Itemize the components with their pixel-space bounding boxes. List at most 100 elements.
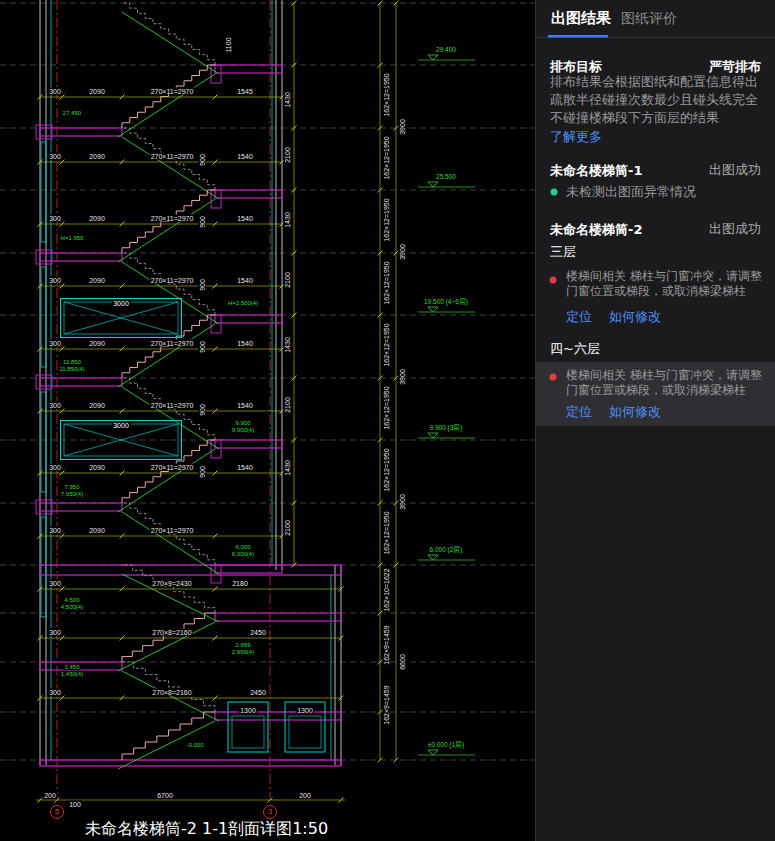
stair-soffit <box>118 721 215 769</box>
dimension-tick <box>378 251 383 256</box>
wall-line <box>46 0 47 765</box>
landing-slab <box>215 190 282 198</box>
dimension-tick <box>292 63 297 68</box>
dimension-text: 1430 <box>284 211 291 229</box>
dimension-line <box>40 698 341 699</box>
elevation-line <box>418 560 475 561</box>
dimension-text: 1545 <box>236 88 254 95</box>
dimension-text: 270×11=2970 <box>150 527 195 534</box>
dimension-text: 3900 <box>399 368 406 386</box>
status-text: 出图成功 <box>709 162 761 178</box>
elevation-text: H=2.500(4) <box>227 300 259 306</box>
dimension-text: 3000 <box>112 422 130 429</box>
window-frame <box>61 421 182 460</box>
dimension-text: 162×12=1950 <box>383 260 390 305</box>
dimension-text: 2090 <box>88 464 106 471</box>
wall-window <box>41 517 46 617</box>
dimension-tick <box>38 222 43 227</box>
tab-label: 出图结果 <box>551 8 611 28</box>
stair-flight-hidden <box>122 662 215 712</box>
dimension-text: 1540 <box>236 402 254 409</box>
description: 排布结果会根据图纸和配置信息得出疏散半径碰撞次数最少且碰头线完全不碰撞楼梯段下方… <box>550 73 766 127</box>
dimension-tick <box>38 160 43 165</box>
elevation-text: 4.500(4) <box>60 604 84 610</box>
wall-cap <box>36 125 52 139</box>
landing-beam <box>211 440 221 458</box>
dimension-text: 1430 <box>284 91 291 109</box>
floor-slab <box>40 565 341 575</box>
elevation-marker <box>428 307 438 312</box>
dimension-text: 162×9=1459 <box>383 624 390 665</box>
dimension-text: 2100 <box>284 519 291 537</box>
dimension-tick <box>213 95 218 100</box>
section-heading: 排布目标 <box>550 58 602 75</box>
elevation-text: 29.400 <box>435 47 457 54</box>
landing-slab <box>215 315 282 323</box>
dimension-tick <box>339 636 344 641</box>
warning-text: 楼梯间相关 梯柱与门窗冲突，请调整门窗位置或梯段，或取消梯梁梯柱 <box>566 368 772 398</box>
action-link: 定位 <box>566 309 592 325</box>
dimension-tick <box>213 534 218 539</box>
wall-line <box>51 0 52 760</box>
dimension-tick <box>213 636 218 641</box>
elevation-text: 6.000(4) <box>231 551 255 557</box>
window-symbol: 3000 <box>60 298 182 338</box>
dimension-text: 3000 <box>112 300 130 307</box>
axis-line <box>270 0 271 798</box>
landing-beam <box>211 315 221 333</box>
dimension-text: 270×11=2970 <box>150 215 195 222</box>
stair-flight <box>122 440 215 503</box>
landing-slab <box>215 613 341 621</box>
dimension-text: 300 <box>48 277 62 284</box>
dimension-text: 162×12=1950 <box>383 447 390 492</box>
stair-flight <box>122 613 215 662</box>
elevation-text: 11.850(4) <box>58 366 85 372</box>
elevation-text: 9.900 <box>234 420 251 426</box>
elevation-text: 9.900 (3层) <box>428 425 463 432</box>
dimension-line <box>40 638 341 639</box>
dimension-tick <box>378 313 383 318</box>
stair-flight <box>122 65 215 128</box>
dimension-tick <box>60 95 65 100</box>
stair-soffit <box>122 512 219 574</box>
dimension-text: 300 <box>48 464 62 471</box>
dimension-tick <box>120 696 125 701</box>
dimension-text: 1540 <box>236 215 254 222</box>
dimension-tick <box>60 696 65 701</box>
wall-window <box>41 142 46 242</box>
dimension-tick <box>213 471 218 476</box>
dimension-text: 900 <box>199 278 206 292</box>
dimension-tick <box>292 251 297 256</box>
action-link: 定位 <box>566 404 592 420</box>
door-symbol <box>228 702 268 752</box>
dimension-tick <box>60 160 65 165</box>
stair-soffit <box>118 74 215 137</box>
dimension-tick <box>60 587 65 592</box>
dimension-text: 2180 <box>231 580 249 587</box>
window-frame <box>61 299 182 338</box>
dimension-text: 200 <box>298 792 312 799</box>
status-dot <box>551 189 558 196</box>
dimension-line <box>40 286 282 287</box>
dimension-text: 200 <box>43 792 57 799</box>
dimension-tick <box>378 126 383 131</box>
window-symbol: 3000 <box>60 420 182 460</box>
stair-flight-hidden <box>122 128 215 190</box>
dimension-tick <box>378 758 383 763</box>
dimension-text: 270×11=2970 <box>150 277 195 284</box>
dimension-text: 2090 <box>88 527 106 534</box>
dimension-tick <box>38 696 43 701</box>
elevation-text: 7.950(4) <box>60 491 84 497</box>
dimension-tick <box>292 563 297 568</box>
wall-window <box>41 392 46 492</box>
dimension-tick <box>268 798 273 803</box>
dimension-tick <box>120 222 125 227</box>
dimension-tick <box>292 188 297 193</box>
dimension-line <box>40 224 282 225</box>
stair-soffit <box>122 671 219 721</box>
dimension-text: 270×11=2970 <box>150 340 195 347</box>
wall-cap <box>36 250 52 264</box>
elevation-text: 1.450 <box>63 664 80 670</box>
dimension-tick <box>378 501 383 506</box>
